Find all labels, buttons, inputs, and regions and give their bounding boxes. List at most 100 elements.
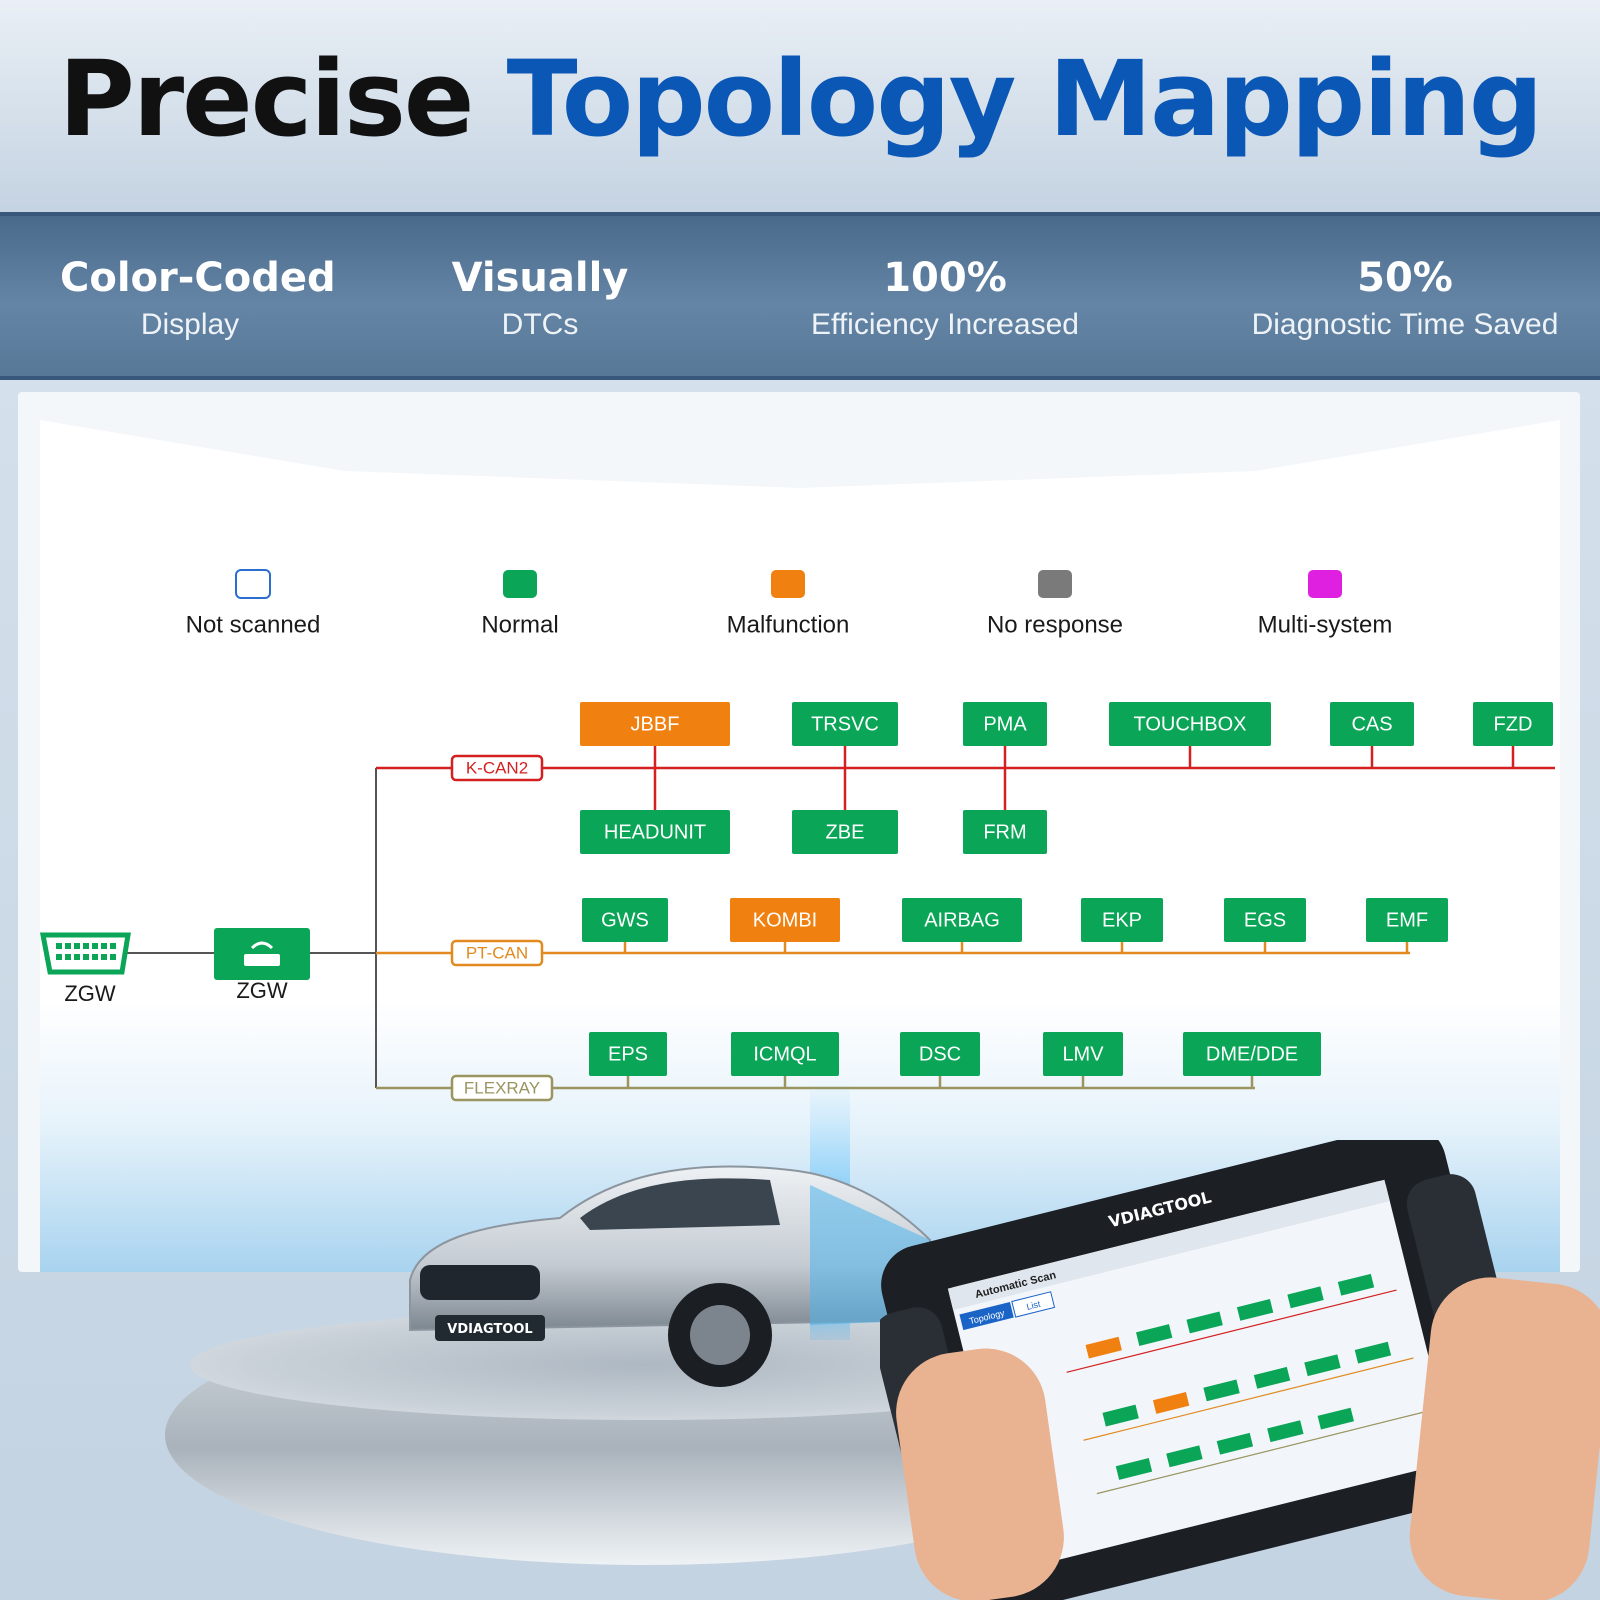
stat-heading: Color-Coded [60, 255, 336, 301]
mini-module [1115, 1458, 1153, 1480]
module-touchbox[interactable] [1109, 702, 1271, 746]
car-grille [420, 1265, 540, 1300]
stat-heading: 50% [1357, 255, 1453, 301]
module-icmql[interactable] [731, 1032, 839, 1076]
legend-swatch-not-scanned [235, 569, 271, 599]
stats-bar: Color-Coded Display Visually DTCs 100% E… [0, 212, 1600, 380]
module-lmv[interactable] [1043, 1032, 1123, 1076]
mini-module [1135, 1324, 1173, 1346]
car-body [409, 1165, 937, 1332]
module-label-dsc: DSC [919, 1043, 961, 1065]
legend-label-no-response: No response [987, 611, 1123, 638]
mini-module [1304, 1354, 1341, 1377]
mini-module [1166, 1445, 1203, 1468]
module-label-emf: EMF [1386, 909, 1428, 931]
module-zbe[interactable] [792, 810, 898, 854]
module-dme-dde[interactable] [1183, 1032, 1321, 1076]
stat-heading: 100% [883, 255, 1007, 301]
gateway-obd-label: ZGW [64, 981, 116, 1006]
bus-label-k-can2: K-CAN2 [466, 758, 528, 777]
obd-pin [74, 943, 80, 949]
mini-bus-line [1083, 1357, 1414, 1441]
obd-pin [56, 943, 62, 949]
legend-swatch-normal [503, 570, 537, 598]
page-title: Precise Topology Mapping [59, 38, 1544, 160]
module-jbbf[interactable] [580, 702, 730, 746]
bus-badge-flexray [450, 1074, 554, 1102]
mini-module [1102, 1404, 1139, 1427]
mini-module [1287, 1286, 1324, 1309]
stat-caption: Diagnostic Time Saved [1251, 308, 1559, 341]
obd-pin [110, 943, 116, 949]
module-fzd[interactable] [1473, 702, 1553, 746]
car-illustration: VDIAGTOOL [409, 1165, 937, 1387]
module-egs[interactable] [1224, 898, 1306, 942]
module-dsc[interactable] [900, 1032, 980, 1076]
module-label-icmql: ICMQL [753, 1043, 816, 1065]
mini-module [1203, 1379, 1240, 1402]
obd-pin [83, 954, 89, 960]
mini-module [1253, 1366, 1291, 1389]
module-label-headunit: HEADUNIT [604, 821, 706, 843]
module-trsvc[interactable] [792, 702, 898, 746]
module-label-fzd: FZD [1494, 713, 1533, 735]
obd-pin [83, 943, 89, 949]
mini-module [1354, 1341, 1392, 1364]
obd-pin [65, 943, 71, 949]
legend-swatch-multi-system [1308, 570, 1342, 598]
module-gws[interactable] [582, 898, 668, 942]
obd-pin [110, 954, 116, 960]
obd-pin [56, 954, 62, 960]
gateway-wifi-icon [244, 954, 280, 966]
module-label-frm: FRM [983, 821, 1026, 843]
module-eps[interactable] [589, 1032, 667, 1076]
stat-time-saved: 50% Diagnostic Time Saved [1215, 254, 1595, 346]
stat-heading: Visually [451, 255, 629, 301]
module-label-pma: PMA [983, 713, 1027, 735]
obd-pin [92, 943, 98, 949]
module-frm[interactable] [963, 810, 1047, 854]
bus-badge-k-can2 [450, 754, 544, 782]
bus-label-pt-can: PT-CAN [466, 943, 528, 962]
stat-caption: DTCs [501, 308, 579, 341]
stat-caption: Display [140, 308, 240, 341]
bus-badge-pt-can [450, 939, 544, 967]
mini-module [1236, 1298, 1274, 1321]
bus-label-flexray: FLEXRAY [464, 1078, 540, 1097]
stat-color-coded: Color-Coded Display [60, 254, 336, 346]
gateway-zgw-label: ZGW [236, 978, 288, 1003]
module-emf[interactable] [1366, 898, 1448, 942]
module-cas[interactable] [1330, 702, 1414, 746]
mini-module [1152, 1392, 1190, 1414]
module-label-lmv: LMV [1062, 1043, 1104, 1065]
module-pma[interactable] [963, 702, 1047, 746]
mini-module [1337, 1273, 1375, 1296]
module-label-egs: EGS [1244, 909, 1286, 931]
obd-connector-body [39, 932, 131, 975]
tablet-header [947, 1179, 1390, 1310]
mini-module [1267, 1420, 1304, 1443]
module-label-touchbox: TOUCHBOX [1134, 713, 1247, 735]
tablet-tab-topology[interactable] [959, 1301, 1014, 1331]
stat-efficiency: 100% Efficiency Increased [780, 254, 1110, 346]
obd-pin [92, 954, 98, 960]
module-ekp[interactable] [1081, 898, 1163, 942]
obd-pin [74, 954, 80, 960]
mini-bus-line [1066, 1289, 1397, 1373]
module-kombi[interactable] [730, 898, 840, 942]
module-headunit[interactable] [580, 810, 730, 854]
mini-module [1317, 1407, 1354, 1430]
module-airbag[interactable] [902, 898, 1022, 942]
legend-label-malfunction: Malfunction [727, 611, 850, 638]
title-band: Precise Topology Mapping [0, 0, 1600, 212]
legend-label-normal: Normal [481, 611, 558, 638]
tablet-mini-topology [1066, 1273, 1427, 1495]
title-part-2: Topology Mapping [506, 38, 1544, 160]
obd-connector-icon [39, 932, 131, 975]
stat-visually: Visually DTCs [420, 254, 660, 346]
hand-right [1403, 1271, 1600, 1600]
mini-module [1085, 1336, 1122, 1359]
tablet-tab-list[interactable] [1011, 1291, 1056, 1318]
